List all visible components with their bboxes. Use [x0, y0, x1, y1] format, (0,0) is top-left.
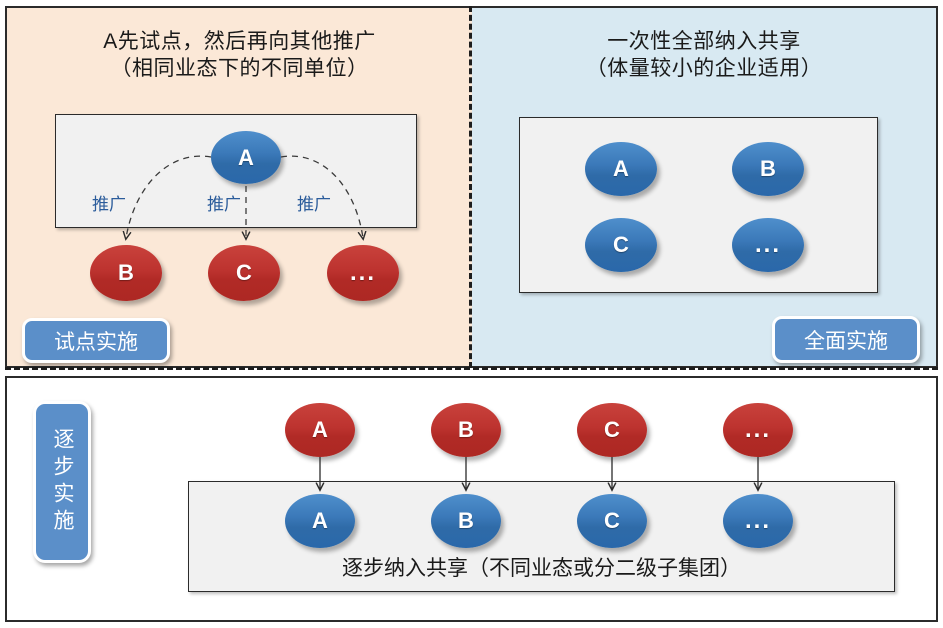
promo-label-b: 推广	[92, 195, 126, 214]
pilot-panel-title: A先试点，然后再向其他推广 （相同业态下的不同单位）	[103, 30, 376, 80]
node-label: C	[236, 260, 252, 285]
node-label: C	[604, 417, 620, 442]
gradual-bottom-node-c[interactable]: C	[577, 494, 647, 548]
full-rollout-inner-box	[519, 117, 878, 293]
gradual-top-node-a[interactable]: A	[285, 403, 355, 457]
node-label: ...	[754, 231, 781, 258]
node-label: B	[458, 508, 474, 533]
pilot-target-node-more[interactable]: ...	[327, 245, 399, 301]
badge-pilot-implementation[interactable]: 试点实施	[22, 318, 170, 363]
node-label: B	[760, 156, 776, 181]
badge-label: 试点实施	[54, 330, 138, 354]
full-node-a[interactable]: A	[585, 142, 657, 196]
node-label: C	[613, 232, 629, 257]
pilot-target-node-b[interactable]: B	[90, 245, 162, 301]
promo-label-c: 推广	[207, 195, 241, 214]
panel-divider-horizontal	[5, 367, 938, 370]
badge-label: 逐步实施	[51, 428, 74, 536]
node-label: ...	[744, 416, 771, 443]
gradual-bottom-node-b[interactable]: B	[431, 494, 501, 548]
promo-label-more: 推广	[297, 195, 331, 214]
gradual-bottom-node-more[interactable]: ...	[723, 494, 793, 548]
gradual-bottom-node-a[interactable]: A	[285, 494, 355, 548]
badge-gradual-implementation[interactable]: 逐步实施	[33, 401, 91, 563]
badge-full-implementation[interactable]: 全面实施	[772, 316, 920, 363]
node-label: ...	[744, 507, 771, 534]
gradual-top-node-b[interactable]: B	[431, 403, 501, 457]
full-node-c[interactable]: C	[585, 218, 657, 272]
node-label: C	[604, 508, 620, 533]
node-label: ...	[349, 259, 376, 286]
panel-divider-vertical	[469, 6, 472, 368]
node-label: A	[238, 144, 254, 170]
node-label: A	[613, 156, 629, 181]
full-node-more[interactable]: ...	[732, 218, 804, 272]
gradual-caption: 逐步纳入共享（不同业态或分二级子集团）	[342, 557, 741, 580]
node-label: A	[312, 417, 328, 442]
gradual-top-node-more[interactable]: ...	[723, 403, 793, 457]
node-label: B	[118, 260, 134, 285]
pilot-source-node-a[interactable]: A	[211, 131, 281, 184]
pilot-target-node-c[interactable]: C	[208, 245, 280, 301]
full-rollout-panel-title: 一次性全部纳入共享 （体量较小的企业适用）	[585, 30, 823, 80]
gradual-top-node-c[interactable]: C	[577, 403, 647, 457]
full-node-b[interactable]: B	[732, 142, 804, 196]
node-label: A	[312, 508, 328, 533]
node-label: B	[458, 417, 474, 442]
badge-label: 全面实施	[804, 329, 888, 353]
